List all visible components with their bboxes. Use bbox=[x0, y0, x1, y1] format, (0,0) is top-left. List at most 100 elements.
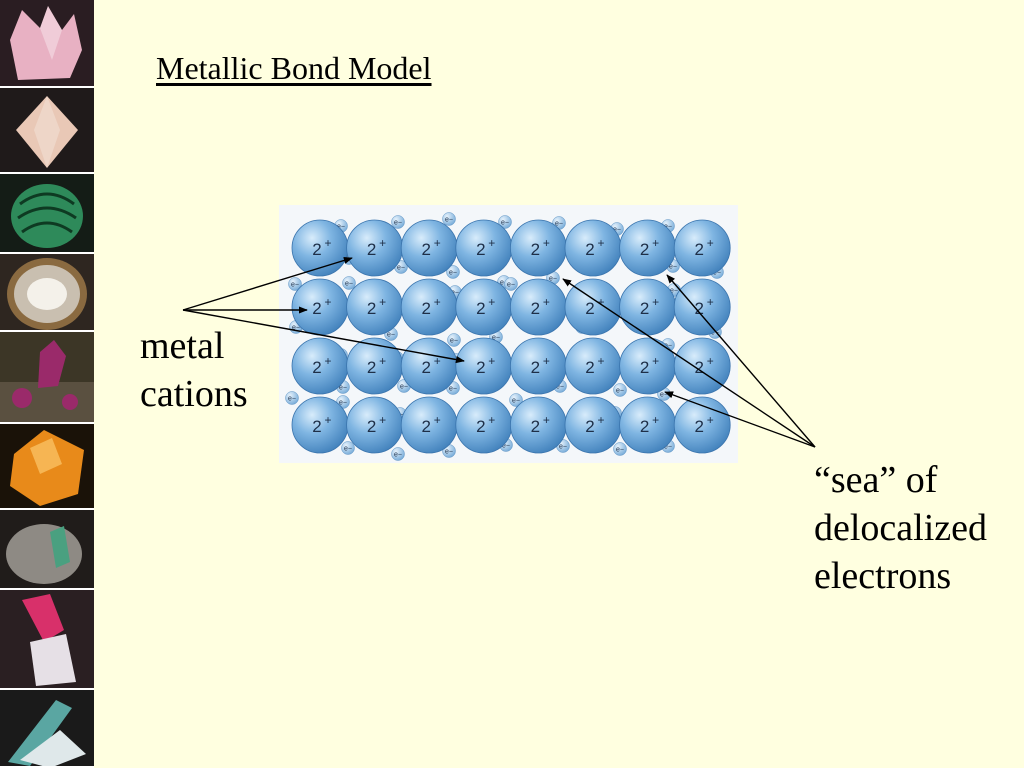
ion-charge-sign: + bbox=[379, 413, 386, 427]
delocalized-electron: e− bbox=[285, 391, 299, 405]
ion-charge-value: 2 bbox=[476, 299, 485, 318]
label-arrow bbox=[562, 278, 816, 448]
ion-charge-sign: + bbox=[652, 354, 659, 368]
rubellite-crystal-icon bbox=[0, 590, 94, 690]
cations-label-line-2: cations bbox=[140, 373, 248, 415]
electron-symbol: e− bbox=[669, 264, 677, 271]
electron-symbol: e− bbox=[345, 281, 353, 288]
ion-charge-value: 2 bbox=[312, 240, 321, 259]
delocalized-electron: e− bbox=[447, 333, 461, 347]
electron-symbol: e− bbox=[492, 335, 500, 342]
electron-symbol: e− bbox=[613, 227, 621, 234]
ion-charge-value: 2 bbox=[531, 417, 540, 436]
metal-cation-ion: 2+ bbox=[673, 337, 731, 395]
electron-symbol: e− bbox=[501, 220, 509, 227]
metal-cation-ion: 2+ bbox=[510, 396, 567, 454]
electron-symbol: e− bbox=[670, 288, 678, 295]
ion-charge-value: 2 bbox=[312, 358, 321, 377]
sea-label-line-2: delocalized bbox=[814, 507, 988, 549]
ion-charge-value: 2 bbox=[585, 299, 594, 318]
ion-charge-sign: + bbox=[324, 295, 331, 309]
electron-symbol: e− bbox=[288, 396, 296, 403]
ion-charge-sign: + bbox=[597, 295, 604, 309]
metal-cation-ion: 2+ bbox=[400, 337, 458, 395]
electron-symbol: e− bbox=[339, 400, 347, 407]
ion-charge-sign: + bbox=[707, 413, 714, 427]
ion-charge-sign: + bbox=[434, 413, 441, 427]
metal-cation-ion: 2+ bbox=[400, 278, 458, 336]
ion-charge-sign: + bbox=[543, 413, 550, 427]
ion-charge-value: 2 bbox=[367, 299, 376, 318]
ion-charge-sign: + bbox=[488, 236, 495, 250]
ion-charge-sign: + bbox=[488, 413, 495, 427]
ion-charge-value: 2 bbox=[585, 358, 594, 377]
ion-charge-value: 2 bbox=[585, 240, 594, 259]
electron-symbol: e− bbox=[502, 443, 510, 450]
ion-charge-sign: + bbox=[707, 295, 714, 309]
ion-charge-sign: + bbox=[379, 236, 386, 250]
electron-symbol: e− bbox=[394, 452, 402, 459]
electron-symbol: e− bbox=[711, 330, 719, 337]
delocalized-electron: e− bbox=[391, 447, 405, 461]
ion-charge-value: 2 bbox=[421, 417, 430, 436]
slide-title: Metallic Bond Model bbox=[156, 50, 432, 86]
metal-cation-ion: 2+ bbox=[510, 219, 567, 277]
delocalized-electron: e− bbox=[509, 393, 523, 407]
metal-cation-ion: 2+ bbox=[346, 337, 404, 395]
electron-symbol: e− bbox=[449, 386, 457, 393]
ion-charge-value: 2 bbox=[476, 417, 485, 436]
metal-cation-ion: 2+ bbox=[291, 337, 349, 395]
fluorite-octahedron-icon bbox=[0, 88, 94, 174]
electron-symbol: e− bbox=[387, 332, 395, 339]
agate-slice-icon bbox=[0, 254, 94, 332]
electron-symbol: e− bbox=[559, 444, 567, 451]
electron-symbol: e− bbox=[549, 276, 557, 283]
metal-cation-ion: 2+ bbox=[564, 337, 622, 395]
delocalized-electron: e− bbox=[341, 441, 355, 455]
ion-charge-value: 2 bbox=[694, 240, 703, 259]
electron-symbol: e− bbox=[664, 343, 672, 350]
metal-cation-ion: 2+ bbox=[346, 396, 404, 454]
ion-charge-sign: + bbox=[379, 295, 386, 309]
ion-charge-value: 2 bbox=[531, 358, 540, 377]
ion-charge-value: 2 bbox=[694, 358, 703, 377]
electron-symbol: e− bbox=[400, 384, 408, 391]
ion-charge-sign: + bbox=[543, 295, 550, 309]
electron-sea-label: “sea” of delocalized electrons bbox=[814, 456, 987, 600]
label-arrow bbox=[182, 256, 353, 311]
electron-symbol: e− bbox=[291, 282, 299, 289]
label-arrow bbox=[664, 391, 816, 448]
electron-symbol: e− bbox=[507, 282, 515, 289]
metal-cation-ion: 2+ bbox=[510, 337, 567, 395]
metal-cation-ion: 2+ bbox=[291, 278, 349, 336]
amethyst-cluster-icon bbox=[0, 332, 94, 424]
metal-cation-ion: 2+ bbox=[673, 219, 731, 277]
ion-charge-sign: + bbox=[324, 413, 331, 427]
metal-cation-ion: 2+ bbox=[564, 278, 622, 336]
ion-charge-sign: + bbox=[597, 413, 604, 427]
delocalized-electron: e− bbox=[342, 276, 356, 290]
ion-charge-value: 2 bbox=[312, 299, 321, 318]
metal-cation-ion: 2+ bbox=[346, 219, 404, 277]
ion-charge-sign: + bbox=[379, 354, 386, 368]
metal-cation-ion: 2+ bbox=[455, 278, 513, 336]
mineral-image-strip bbox=[0, 0, 94, 768]
metal-cation-ion: 2+ bbox=[619, 396, 676, 454]
electron-symbol: e− bbox=[664, 444, 672, 451]
ion-charge-sign: + bbox=[652, 413, 659, 427]
ion-charge-value: 2 bbox=[312, 417, 321, 436]
electron-symbol: e− bbox=[664, 224, 672, 231]
sea-label-line-1: “sea” of bbox=[814, 459, 938, 501]
electron-symbol: e− bbox=[451, 290, 459, 297]
electron-symbol: e− bbox=[556, 384, 564, 391]
delocalized-electron: e− bbox=[442, 212, 456, 226]
metal-cation-ion: 2+ bbox=[346, 278, 404, 336]
ion-charge-sign: + bbox=[434, 236, 441, 250]
ion-charge-value: 2 bbox=[640, 417, 649, 436]
electron-symbol: e− bbox=[445, 449, 453, 456]
ion-charge-sign: + bbox=[488, 354, 495, 368]
ion-charge-value: 2 bbox=[367, 358, 376, 377]
tourmaline-crystal-icon bbox=[0, 690, 94, 768]
ion-charge-value: 2 bbox=[640, 358, 649, 377]
